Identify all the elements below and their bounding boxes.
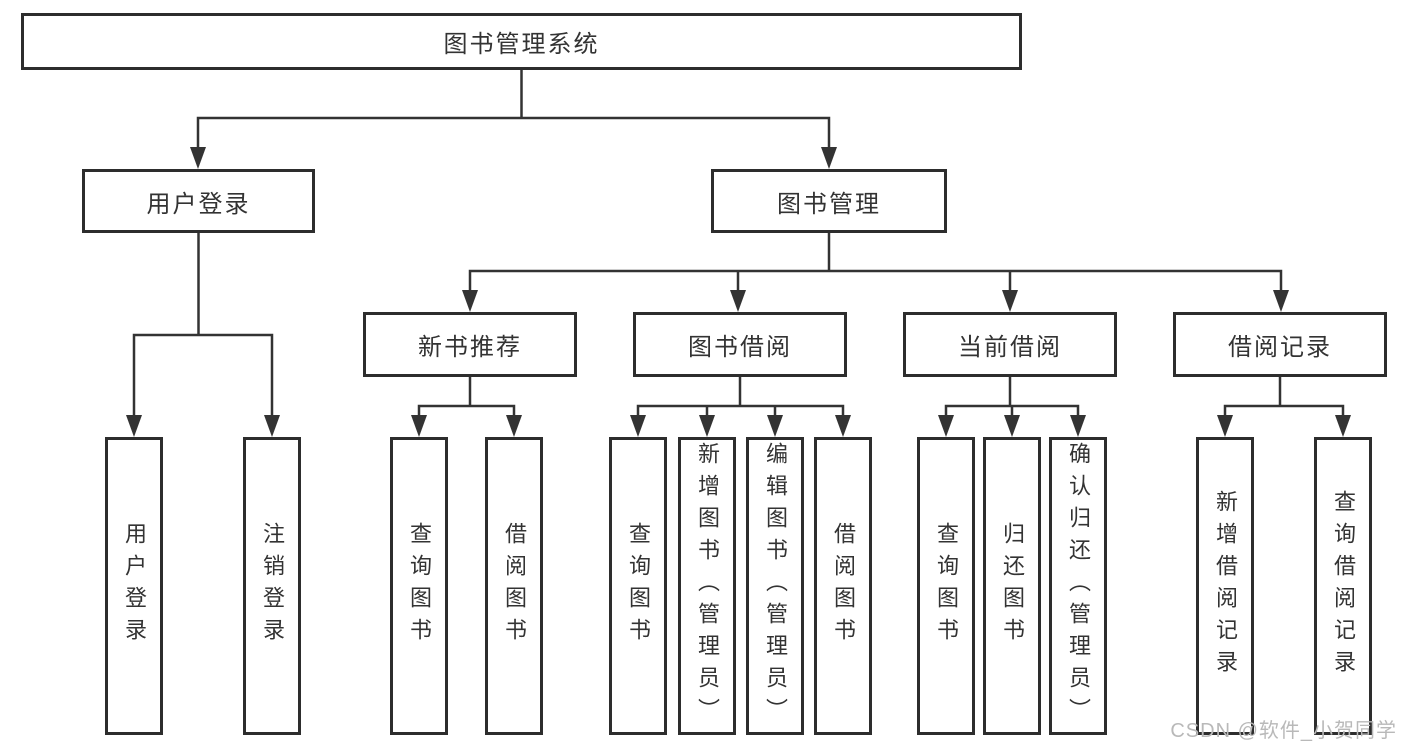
- node-borrowing-records: 借阅记录: [1173, 312, 1387, 377]
- leaf-edit-books-admin: 编辑图书（管理员）: [746, 437, 804, 735]
- leaf-label: 查询图书: [407, 522, 432, 650]
- csdn-watermark: CSDN @软件_小贺同学: [1170, 720, 1397, 742]
- leaf-label: 归还图书: [1000, 522, 1025, 650]
- leaf-add-borrow-record: 新增借阅记录: [1196, 437, 1254, 735]
- leaf-query-books-borrow: 查询图书: [609, 437, 667, 735]
- leaf-user-login: 用户登录: [105, 437, 163, 735]
- node-book-management: 图书管理: [711, 169, 947, 233]
- node-new-book-recommendation: 新书推荐: [363, 312, 577, 377]
- leaf-label: 查询借阅记录: [1331, 490, 1356, 682]
- leaf-label: 编辑图书（管理员）: [763, 442, 788, 730]
- leaf-logout: 注销登录: [243, 437, 301, 735]
- node-label: 当前借阅: [958, 334, 1062, 361]
- leaf-add-books-admin: 新增图书（管理员）: [678, 437, 736, 735]
- node-current-borrowing: 当前借阅: [903, 312, 1117, 377]
- leaf-label: 新增图书（管理员）: [695, 442, 720, 730]
- leaf-label: 借阅图书: [831, 522, 856, 650]
- leaf-query-books-current: 查询图书: [917, 437, 975, 735]
- leaf-label: 查询图书: [626, 522, 651, 650]
- node-label: 借阅记录: [1228, 334, 1332, 361]
- node-book-borrowing: 图书借阅: [633, 312, 847, 377]
- leaf-label: 新增借阅记录: [1213, 490, 1238, 682]
- node-library-management-system: 图书管理系统: [21, 13, 1022, 70]
- leaf-label: 查询图书: [934, 522, 959, 650]
- node-label: 新书推荐: [418, 334, 522, 361]
- leaf-return-books: 归还图书: [983, 437, 1041, 735]
- leaf-query-borrow-record: 查询借阅记录: [1314, 437, 1372, 735]
- leaf-label: 注销登录: [260, 522, 285, 650]
- node-label: 图书管理: [777, 190, 881, 218]
- leaf-borrow-books-recommend: 借阅图书: [485, 437, 543, 735]
- leaf-borrow-books: 借阅图书: [814, 437, 872, 735]
- leaf-label: 确认归还（管理员）: [1066, 442, 1091, 730]
- node-label: 图书管理系统: [443, 31, 600, 58]
- node-label: 用户登录: [146, 190, 251, 218]
- leaf-query-books-recommend: 查询图书: [390, 437, 448, 735]
- leaf-label: 用户登录: [122, 522, 147, 650]
- node-user-login: 用户登录: [82, 169, 315, 233]
- leaf-label: 借阅图书: [502, 522, 527, 650]
- leaf-confirm-return-admin: 确认归还（管理员）: [1049, 437, 1107, 735]
- node-label: 图书借阅: [688, 334, 792, 361]
